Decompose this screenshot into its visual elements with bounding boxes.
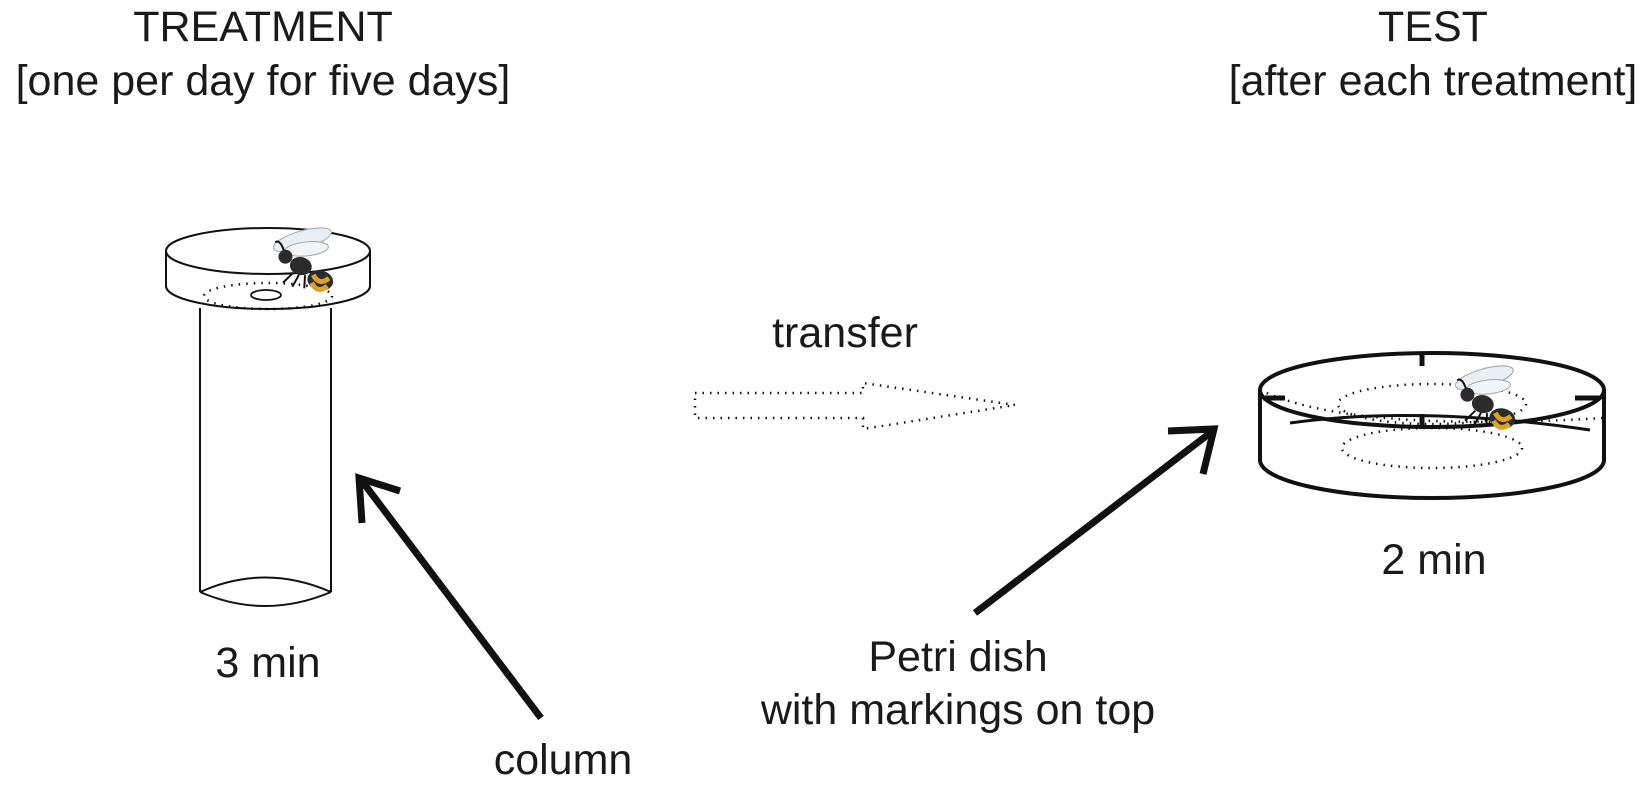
- treatment-duration: 3 min: [215, 639, 321, 687]
- column-label: column: [493, 736, 633, 784]
- petri-dish-label-line2: with markings on top: [760, 686, 1156, 734]
- petri-dish: [1258, 351, 1606, 500]
- column-apparatus: [165, 227, 371, 607]
- bee-icon: [1454, 365, 1516, 430]
- test-title: TEST: [1378, 3, 1488, 51]
- transfer-label: transfer: [772, 309, 918, 357]
- column-pointer-arrow: [355, 473, 544, 721]
- petri-dish-pointer-arrow: [972, 425, 1219, 616]
- petri-dish-markings: [1263, 352, 1599, 428]
- column-top-chamber: [165, 227, 371, 311]
- test-subtitle: [after each treatment]: [1228, 57, 1638, 105]
- treatment-title: TREATMENT: [133, 3, 393, 51]
- test-duration: 2 min: [1381, 536, 1487, 584]
- transfer-arrow: [693, 381, 1016, 431]
- petri-dish-label-line1: Petri dish: [868, 633, 1048, 681]
- column-tube: [199, 308, 332, 607]
- treatment-subtitle: [one per day for five days]: [15, 57, 511, 105]
- bee-icon: [272, 227, 334, 292]
